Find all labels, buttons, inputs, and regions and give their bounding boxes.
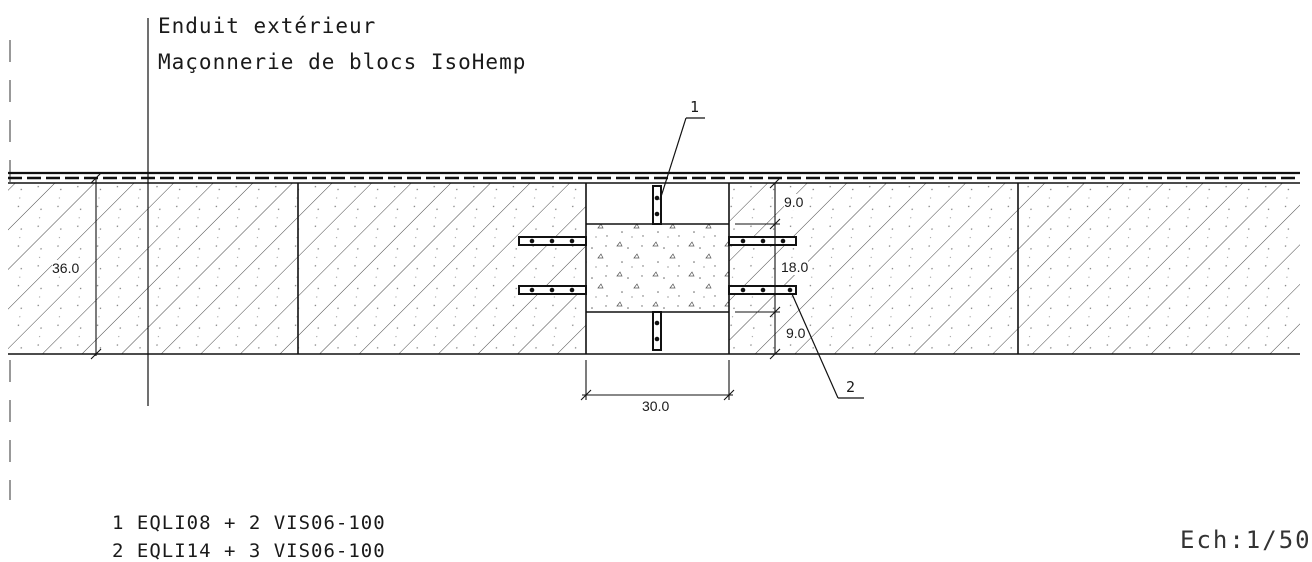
dim-right-chain xyxy=(735,177,781,360)
dim-middle-span-label: 18.0 xyxy=(781,259,809,275)
legend-item-2: 2 EQLI14 + 3 VIS06-100 xyxy=(112,540,386,562)
legend-item-1: 1 EQLI08 + 2 VIS06-100 xyxy=(112,512,386,534)
dim-column-width xyxy=(580,360,735,401)
anchor-brackets xyxy=(518,185,797,351)
marker-1-leader xyxy=(659,117,705,201)
marker-2-leader xyxy=(791,293,864,399)
dim-top-offset-label: 9.0 xyxy=(784,194,804,210)
marker-1-label: 1 xyxy=(690,98,700,116)
note-masonry: Maçonnerie de blocs IsoHemp xyxy=(158,50,527,74)
concrete-column xyxy=(586,224,729,312)
note-render: Enduit extérieur xyxy=(158,14,377,38)
marker-2-label: 2 xyxy=(846,378,856,396)
render-layer xyxy=(8,171,1300,355)
dim-wall-thickness-label: 36.0 xyxy=(52,260,80,276)
dim-bottom-offset-label: 9.0 xyxy=(786,325,806,341)
dim-wall-thickness xyxy=(90,172,102,360)
dim-column-width-label: 30.0 xyxy=(642,398,670,414)
scale-label: Ech:1/50 xyxy=(1180,526,1312,554)
